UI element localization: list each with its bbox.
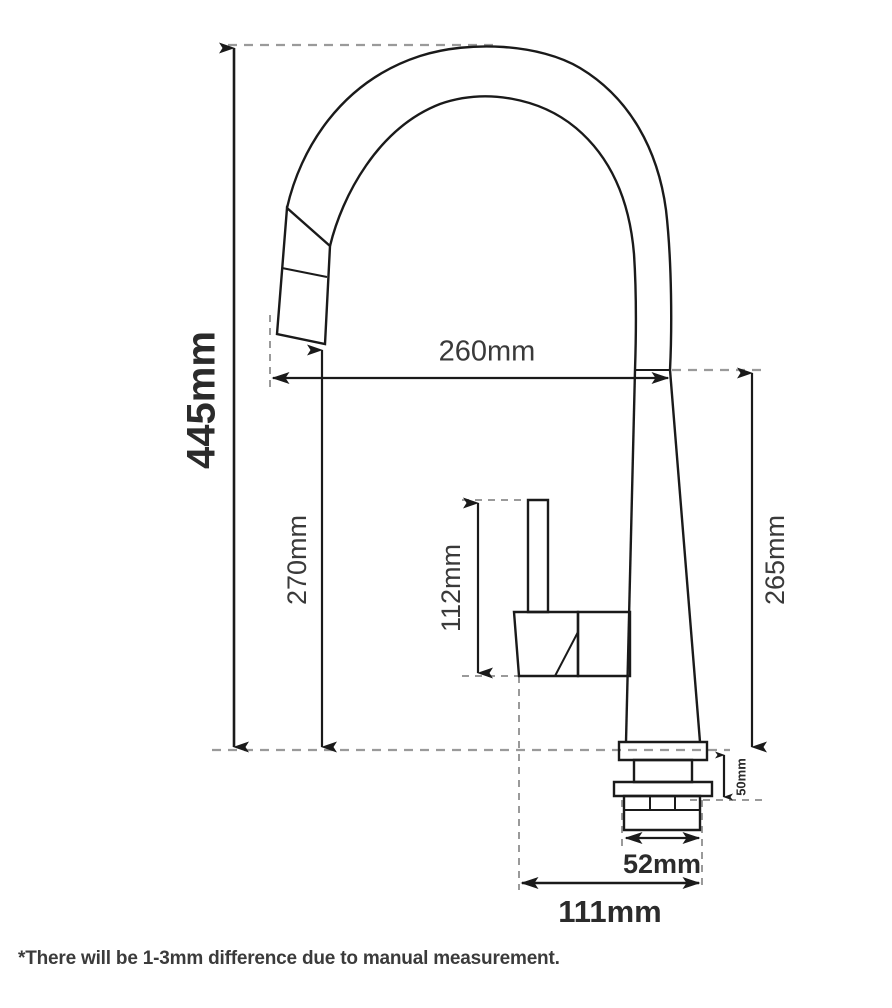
escutcheon-flange — [617, 740, 709, 762]
spray-head-body — [275, 205, 332, 346]
body-left-edge — [624, 369, 637, 743]
handle-notch-bevel — [554, 631, 579, 677]
faucet-outline — [275, 45, 714, 832]
dimension-overall-height: 445mm — [180, 42, 249, 753]
mounting-washer — [612, 780, 714, 798]
dimension-base-offset: 111mm — [520, 877, 701, 929]
dim-label-50: 50mm — [733, 758, 748, 796]
spout-inner-curve — [328, 95, 638, 371]
dimension-handle-height: 112mm — [436, 497, 493, 679]
dim-label-260: 260mm — [439, 336, 536, 368]
dimension-body-height: 265mm — [737, 367, 790, 753]
handle-lever-stem — [526, 498, 550, 614]
reference-lines — [212, 43, 762, 890]
dimension-spout-reach: 260mm — [271, 336, 670, 384]
body-right-edge — [668, 369, 702, 743]
handle-base-left — [512, 610, 580, 678]
handle-base-right — [576, 610, 632, 678]
dim-label-445: 445mm — [180, 331, 224, 469]
dimension-mount-depth: 50mm — [715, 751, 748, 801]
spout-outer-curve — [285, 45, 673, 371]
mount-collar — [632, 758, 694, 784]
spray-head-seam — [281, 267, 328, 278]
dimension-shank-diameter: 52mm — [623, 832, 701, 879]
threaded-shank — [622, 794, 702, 832]
dimension-spout-height: 270mm — [282, 344, 337, 753]
dim-label-52: 52mm — [623, 849, 701, 879]
dim-label-265: 265mm — [760, 515, 790, 605]
dim-label-112: 112mm — [436, 544, 466, 632]
measurement-disclaimer-note: *There will be 1-3mm difference due to m… — [18, 948, 560, 969]
dim-label-270: 270mm — [282, 515, 312, 605]
dim-label-111: 111mm — [558, 894, 661, 929]
